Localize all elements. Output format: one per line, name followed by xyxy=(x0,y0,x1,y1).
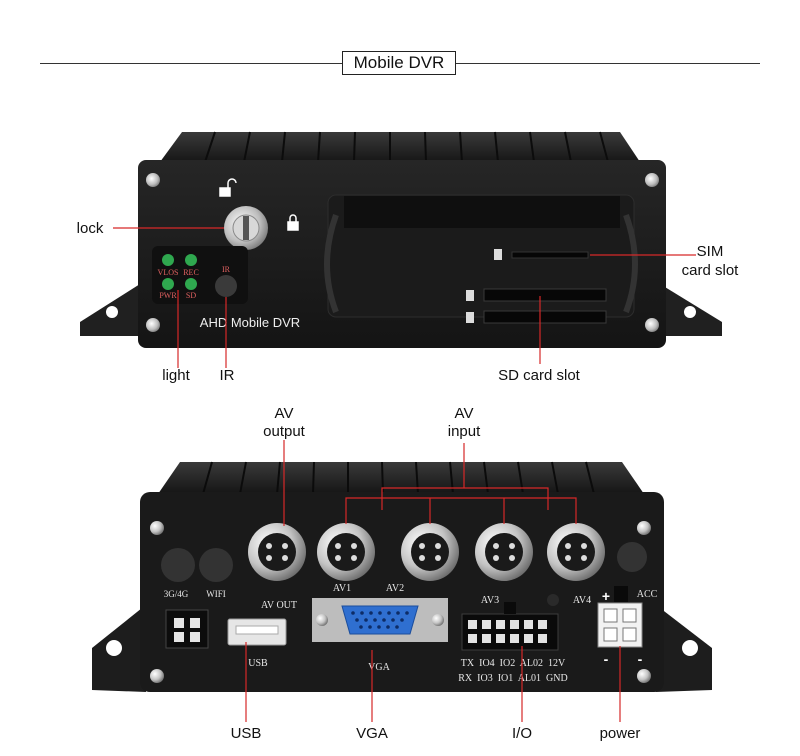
gps-socket xyxy=(165,609,209,649)
vga-port-socket xyxy=(341,605,419,635)
power-connector-pins xyxy=(603,608,637,642)
title-rule-left xyxy=(40,63,342,64)
callout-av-input-line1: AV xyxy=(454,405,474,422)
lock-keyslot xyxy=(243,216,249,240)
label-usb: USB xyxy=(248,658,268,669)
label-av1: AV1 xyxy=(333,583,351,594)
label-minus-1: - xyxy=(604,651,609,667)
callout-av-input-line2: input xyxy=(447,423,481,440)
rear-fin-lines xyxy=(202,461,595,495)
page-title: Mobile DVR xyxy=(342,51,456,75)
label-av2: AV2 xyxy=(386,583,404,594)
front-screws xyxy=(146,173,659,332)
rear-bracket-hole-right xyxy=(682,640,698,656)
front-top-fins xyxy=(160,132,640,162)
sim-card-icon xyxy=(494,249,502,260)
vga-screw-right xyxy=(432,614,444,626)
callout-sim-line1: SIM xyxy=(696,243,724,260)
av3-connector xyxy=(475,523,533,581)
led-sd xyxy=(185,278,197,290)
callout-av-output-line2: output xyxy=(263,423,305,440)
sd-slot-2 xyxy=(483,310,607,324)
callout-lock: lock xyxy=(76,220,104,237)
sd-slot-1 xyxy=(483,288,607,302)
label-av4: AV4 xyxy=(573,595,591,606)
label-vga: VGA xyxy=(368,662,390,673)
label-acc: ACC xyxy=(637,589,658,600)
label-av-out: AV OUT xyxy=(261,600,297,611)
usb-port-tongue xyxy=(235,625,279,635)
callout-sim-line2: card slot xyxy=(681,262,739,279)
padlock-icon xyxy=(287,214,299,231)
callout-sd: SD card slot xyxy=(498,367,580,384)
callout-light: light xyxy=(162,367,190,384)
led-label-vlos: VLOS xyxy=(158,268,179,277)
io-terminal-pins xyxy=(468,620,547,643)
rear-top-fins xyxy=(158,462,644,494)
led-rec xyxy=(185,254,197,266)
sim-slot xyxy=(511,251,589,259)
led-label-sd: SD xyxy=(186,291,196,300)
front-brand: AHD Mobile DVR xyxy=(200,315,300,330)
io-terminal xyxy=(461,613,559,651)
label-minus-2: - xyxy=(638,651,643,667)
callout-av-output-line1: AV xyxy=(274,405,294,422)
ir-sensor xyxy=(215,275,237,297)
rear-leader-lines xyxy=(245,440,621,722)
rear-screws xyxy=(150,521,651,683)
led-pwr xyxy=(162,278,174,290)
label-3g4g: 3G/4G xyxy=(164,589,189,599)
callout-power: power xyxy=(599,725,641,742)
callout-ir: IR xyxy=(219,367,235,384)
av1-connector xyxy=(317,523,375,581)
io-terminal-latch xyxy=(504,602,516,614)
label-av3: AV3 xyxy=(481,595,499,606)
callout-usb: USB xyxy=(230,725,262,742)
front-leader-lines xyxy=(113,227,696,368)
vga-screw-left xyxy=(316,614,328,626)
power-connector-latch xyxy=(614,586,628,602)
av2-connector xyxy=(401,523,459,581)
sd-card-icon-2 xyxy=(466,312,474,323)
front-bracket-hole-right xyxy=(684,306,696,318)
led-label-rec: REC xyxy=(183,268,199,277)
led-vlos xyxy=(162,254,174,266)
label-io-row2: RX IO3 IO1 AL01 GND xyxy=(458,673,567,684)
av-out-connector xyxy=(248,523,306,581)
drive-door-handle xyxy=(344,196,620,228)
front-bracket-hole-left xyxy=(106,306,118,318)
unlock-icon xyxy=(219,178,237,197)
callout-vga: VGA xyxy=(356,725,388,742)
label-io-row1: TX IO4 IO2 AL02 12V xyxy=(461,658,566,669)
antenna-3g4g xyxy=(161,548,195,582)
av4-connector xyxy=(547,523,605,581)
sd-card-icon-1 xyxy=(466,290,474,301)
label-wifi: WIFI xyxy=(206,589,226,599)
antenna-wifi xyxy=(199,548,233,582)
drive-door-grip-right xyxy=(623,213,638,314)
ir-sensor-label: IR xyxy=(222,265,231,274)
vga-pins xyxy=(351,611,409,629)
dvr-front-view: VLOS REC PWR SD IR AHD Mobile DVR xyxy=(80,131,722,368)
drive-door-grip-left xyxy=(324,213,339,314)
callout-io: I/O xyxy=(511,725,532,742)
label-plus: + xyxy=(602,588,610,604)
title-rule-right xyxy=(456,63,760,64)
led-label-pwr: PWR xyxy=(159,291,177,300)
gps-socket-pins xyxy=(174,618,200,642)
front-fin-lines xyxy=(204,131,609,163)
antenna-extra xyxy=(617,542,647,572)
rear-bracket-hole-left xyxy=(106,640,122,656)
